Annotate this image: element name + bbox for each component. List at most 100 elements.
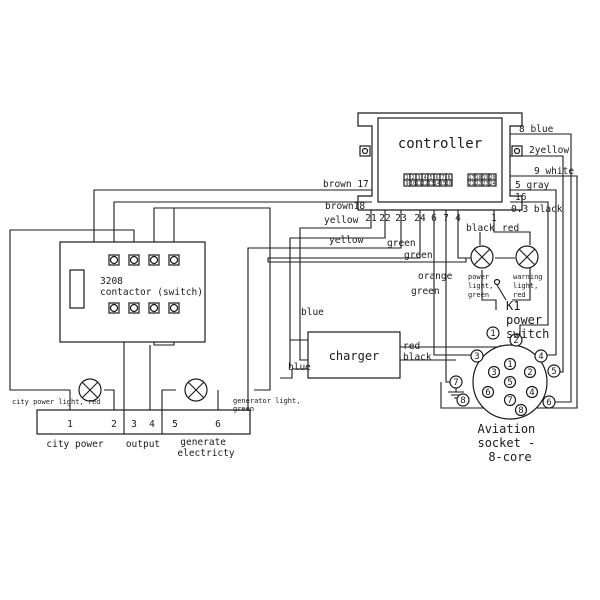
label-wire-8-blue: 8 blue: [519, 124, 554, 135]
controller-terminal-label: 6: [435, 175, 438, 181]
label-blue-low: blue: [288, 362, 311, 373]
controller-terminal-label: 13: [428, 181, 434, 187]
wire-4: [457, 210, 472, 259]
socket-callout-number: 6: [546, 398, 551, 408]
group-generate-line2: electricty: [177, 448, 234, 459]
mount-hole-right: [513, 147, 521, 155]
label-wire-9-white: 9 white: [534, 166, 574, 177]
controller-terminal-label: 1: [405, 175, 408, 181]
wire-7-green: [445, 210, 456, 383]
socket-callout: [509, 333, 523, 347]
contactor-bottom-screw: [169, 303, 179, 313]
wire-city-lamp-out: [104, 389, 115, 410]
wire-5-gray: [510, 189, 557, 356]
socket-callout-number: 1: [490, 329, 495, 339]
controller-terminal-cell: [488, 179, 497, 187]
socket-pin: [503, 393, 517, 407]
socket-pin: [503, 357, 517, 371]
label-wire-16: 16: [515, 192, 527, 203]
socket-callout: [486, 326, 500, 340]
contactor-top-screw: [169, 255, 179, 265]
controller-terminal-label: 4: [423, 175, 426, 181]
terminal-1: 1: [67, 419, 73, 430]
socket-callout-number: 2: [513, 336, 518, 346]
label-charger-red: red: [403, 341, 420, 352]
label-power-light-line1: power: [468, 273, 489, 281]
controller-terminal-label: 20: [489, 175, 495, 181]
controller-terminal-label: 24: [489, 181, 495, 187]
generator-light: [184, 378, 208, 402]
label-charger-black: black: [403, 352, 432, 363]
label-green-3: green: [411, 286, 440, 297]
controller-terminal-label: 19: [482, 175, 488, 181]
controller-terminal-label: 8: [447, 175, 450, 181]
wire-16-black: [510, 201, 549, 340]
socket-pin: [525, 385, 539, 399]
wire-green-to-lamps: [268, 257, 476, 263]
label-yellow-2: yellow: [329, 235, 364, 246]
controller-terminal-label: 16: [446, 181, 452, 187]
socket-label-line3: 8-core: [488, 450, 531, 464]
label-brown-18: brown18: [325, 201, 365, 212]
label-power-light-line2: light,: [468, 282, 493, 290]
socket-callout: [456, 393, 470, 407]
group-city-power: city power: [46, 439, 103, 450]
label-generator-light: generator light, green: [233, 397, 305, 413]
label-red-top: red: [502, 223, 519, 234]
city-power-light: [78, 378, 102, 402]
contactor-bottom-screw: [109, 303, 119, 313]
charger: charger: [307, 331, 401, 379]
socket-callout-number: 7: [453, 378, 458, 388]
wire-gen-lamp-out: [161, 389, 176, 410]
group-output: output: [126, 439, 160, 450]
controller-terminal-label: 12: [422, 181, 428, 187]
controller-terminal-label: 14: [434, 181, 440, 187]
contactor-top-screw: [129, 255, 139, 265]
label-power-light: power light, green: [468, 273, 498, 299]
socket-callout: [547, 364, 561, 378]
terminal-4: 4: [149, 419, 155, 430]
wire-green-2: [267, 210, 421, 262]
power-light: [470, 245, 494, 269]
socket-pin-number: 7: [507, 396, 512, 406]
k1-title: K1: [506, 299, 520, 313]
terminal-5: 5: [172, 419, 178, 430]
controller-panel: [377, 117, 503, 203]
k1-switch: [493, 278, 507, 301]
controller-terminal-label: 18: [475, 175, 481, 181]
socket-pin-number: 1: [507, 360, 512, 370]
wire-yellow-1: [299, 210, 372, 361]
socket-callout-number: 8: [460, 396, 465, 406]
contactor-terminals: [108, 254, 180, 314]
power-light-cross: [473, 248, 491, 266]
controller-terminal-label: 7: [441, 175, 444, 181]
wire-6-orange: [433, 210, 472, 356]
k1-contact-top: [493, 278, 501, 286]
label-wire-2-yellow: 2yellow: [529, 145, 569, 156]
label-yellow-1: yellow: [324, 215, 359, 226]
label-generator-light-line2: green: [233, 405, 254, 413]
group-generate-line1: generate: [180, 437, 226, 448]
socket-callout: [470, 349, 484, 363]
k1-label-line1: power: [506, 313, 542, 327]
socket-pin-number: 4: [529, 388, 534, 398]
k1-label: power switch: [506, 313, 549, 341]
socket-callout-number: 4: [538, 352, 543, 362]
terminal-strip: 1 2 3 4 5 6 city power output generate e…: [36, 409, 251, 459]
wire-1-red: [493, 210, 531, 245]
label-green-2: green: [404, 250, 433, 261]
generator-light-cross: [187, 381, 205, 399]
controller-terminal-label: 2: [411, 175, 414, 181]
terminal-strip-body: [36, 409, 251, 435]
controller-terminal-label: 3: [417, 175, 420, 181]
label-warning-light-line3: red: [513, 291, 526, 299]
socket-pin-number: 6: [485, 388, 490, 398]
warning-light-cross: [518, 248, 536, 266]
socket-pin-number: 5: [507, 378, 512, 388]
socket-callout: [449, 375, 463, 389]
